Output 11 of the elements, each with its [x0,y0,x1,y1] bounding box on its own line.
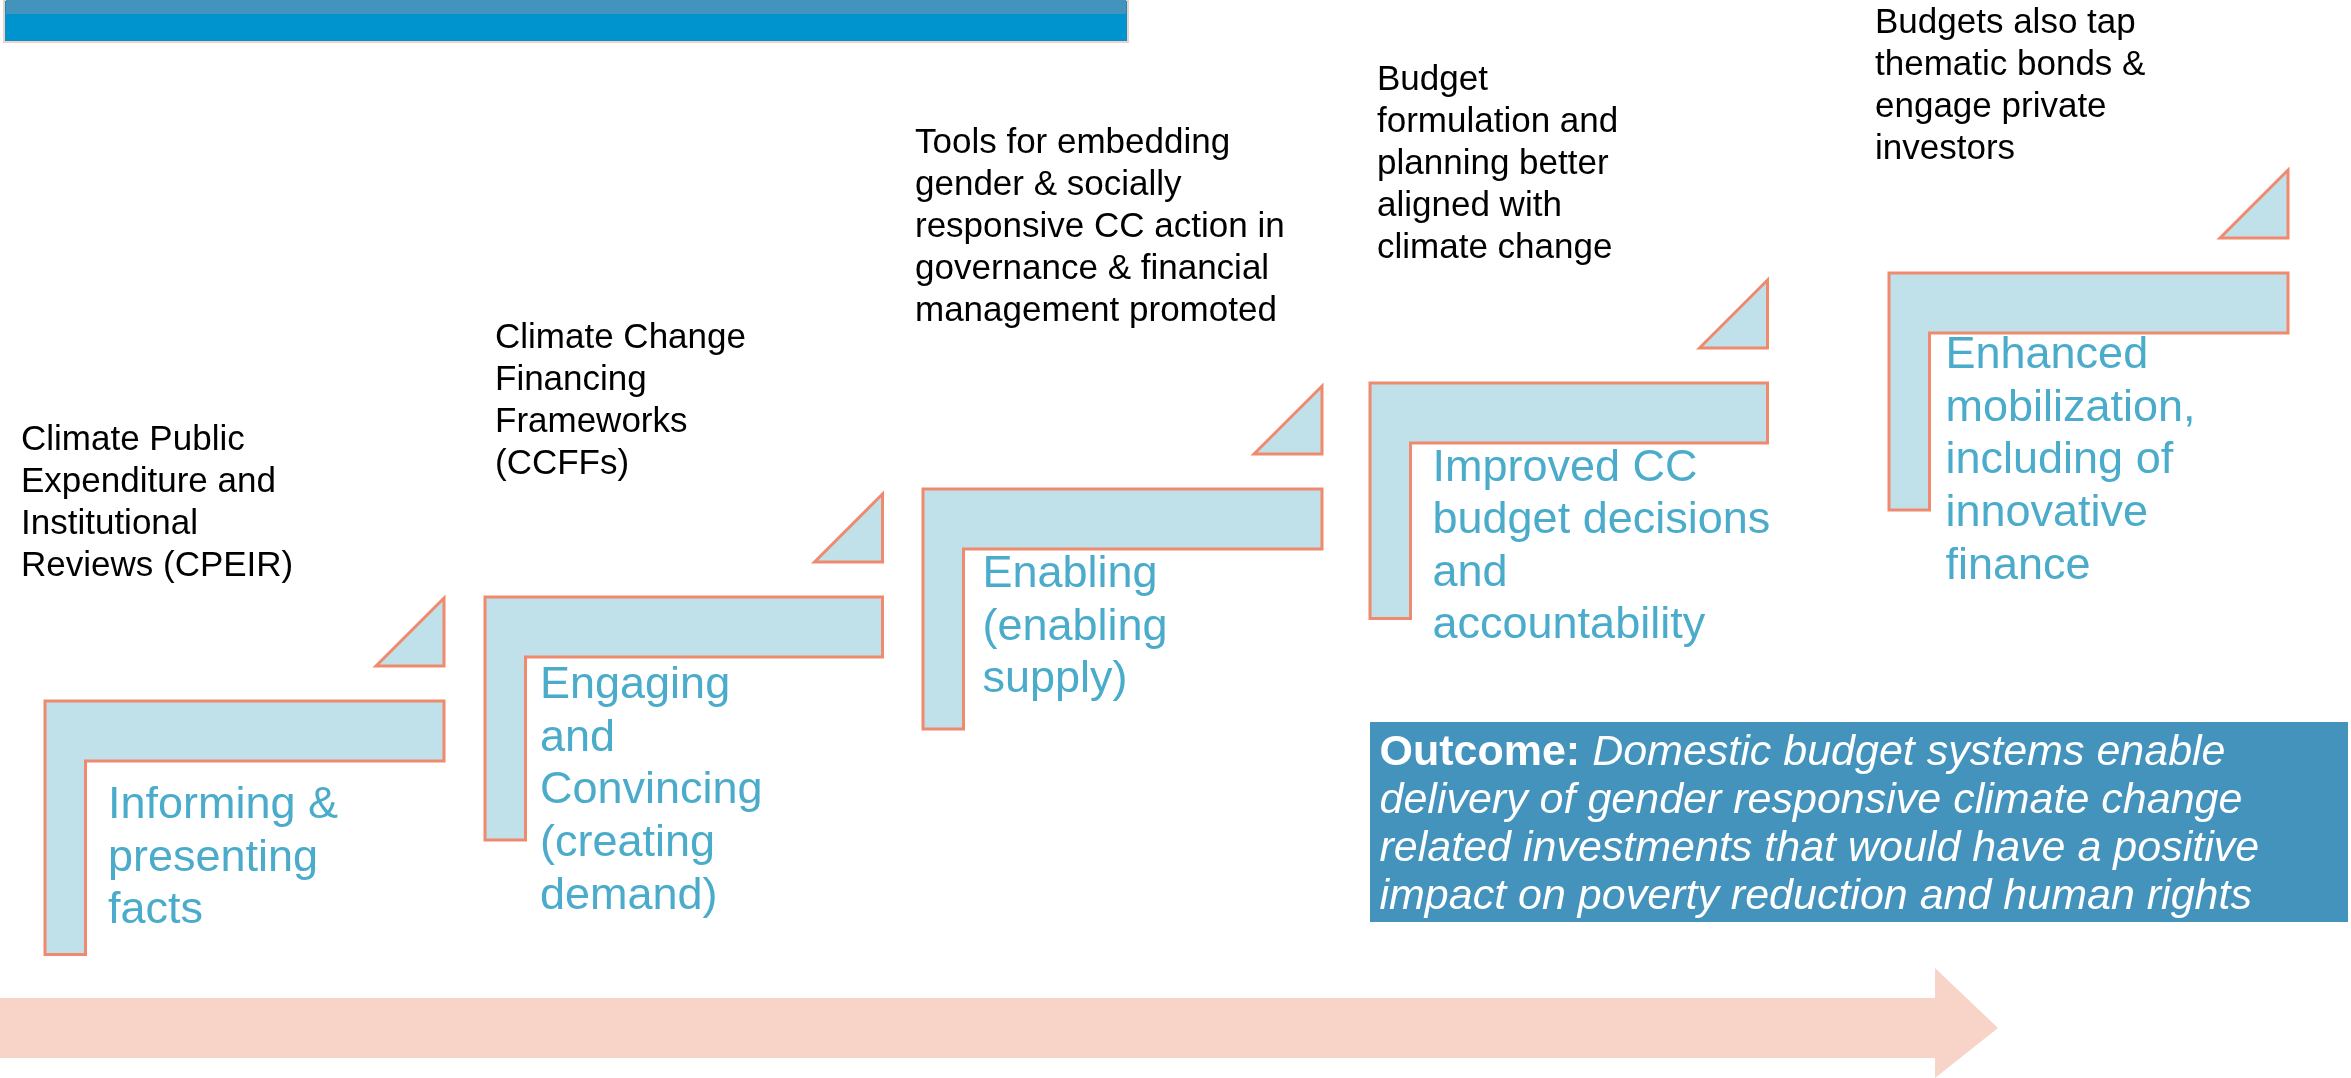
step-description: Tools for embedding gender & socially responsive CC action in governance & financial management promoted [915,120,1286,330]
step-description: Budgets also tap thematic bonds & engage private investors [1875,0,2147,168]
step-label: Improved CC budget decisions and accountability [1432,439,1772,651]
step-description: Climate Change Financing Frameworks (CCFFs) [495,315,747,483]
step-label: Enhanced mobilization, including of innovative finance [1945,327,2197,591]
step-description: Climate Public Expenditure and Institutional Reviews (CPEIR) [21,417,295,585]
outcome-box: Outcome: Domestic budget systems enable delivery of gender responsive climate change related investments that would have a positive impact on poverty reduction and human rights [1369,721,2348,923]
step-label: Informing & presenting facts [108,777,340,935]
step-label: Enabling (enabling supply) [982,546,1169,704]
step-label: Engaging and Convincing (creating demand) [540,657,764,921]
step-description: Budget formulation and planning better aligned with climate change [1377,57,1620,267]
